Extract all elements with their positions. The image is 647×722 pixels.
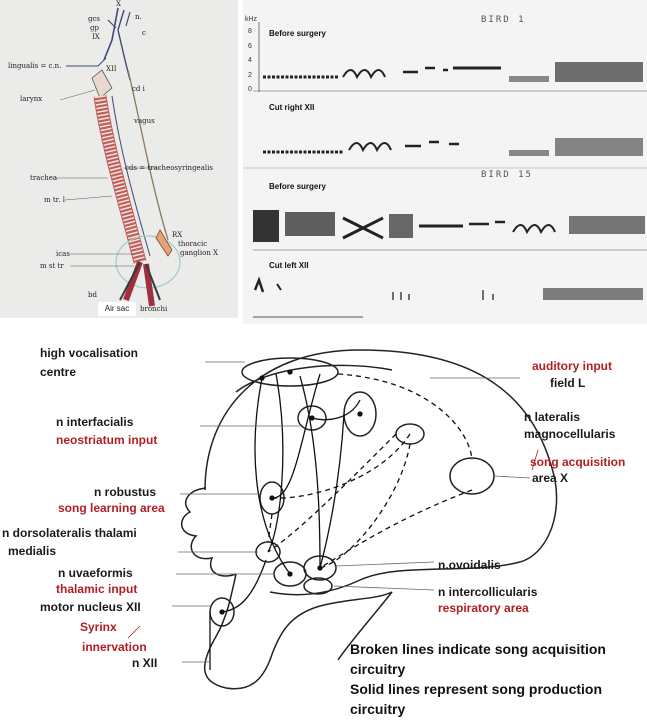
legend-note-line3: Solid lines represent song production bbox=[350, 680, 602, 698]
sonogram-panel: kHz 8 6 4 2 0 BIRD 1 BIRD 15 Before surg… bbox=[243, 0, 647, 324]
panel-before-surgery-2: Before surgery bbox=[269, 183, 326, 191]
song-learning-area-label: song learning area bbox=[58, 501, 165, 516]
neostriatum-input-label: neostriatum input bbox=[56, 433, 157, 448]
trachea-label: trachea bbox=[30, 175, 57, 182]
area-x-label: area X bbox=[532, 471, 568, 486]
nn-label: n. bbox=[135, 14, 142, 21]
lateralis-label-line2: magnocellularis bbox=[524, 427, 615, 442]
tick-4: 4 bbox=[248, 57, 252, 64]
rx-label: RX bbox=[172, 232, 182, 239]
bronchi-label: bronchi bbox=[140, 306, 167, 313]
tick-6: 6 bbox=[248, 43, 252, 50]
icas-label: icas bbox=[56, 251, 70, 258]
lateralis-label: n lateralis bbox=[524, 410, 580, 425]
lingualis-label: lingualis = c.n. bbox=[8, 63, 61, 70]
ovoidalis-label: n.ovoidalis bbox=[438, 558, 501, 573]
hvc-label-line2: centre bbox=[40, 365, 76, 380]
intercollicularis-label: n intercollicularis bbox=[438, 585, 537, 600]
bird-1-title: BIRD 1 bbox=[481, 16, 526, 25]
gp-label: gp bbox=[90, 25, 99, 32]
panel-cut-left-xii: Cut left XII bbox=[269, 262, 309, 270]
nxii-label: n XII bbox=[132, 656, 157, 671]
song-acquisition-label: song acquisition bbox=[530, 455, 625, 470]
respiratory-area-label: respiratory area bbox=[438, 601, 529, 616]
hvc-label: high vocalisation bbox=[40, 346, 138, 361]
panel-cut-right-xii: Cut right XII bbox=[269, 104, 314, 112]
tick-0: 0 bbox=[248, 86, 252, 93]
thalamic-input-label: thalamic input bbox=[56, 582, 137, 597]
syrinx-anatomy-drawing bbox=[0, 0, 238, 318]
syrinx-anatomy-panel: X gcs gp IX n. c lingualis = c.n. XII la… bbox=[0, 0, 238, 318]
legend-note-line1: Broken lines indicate song acquisition bbox=[350, 640, 606, 658]
robustus-label: n robustus bbox=[94, 485, 156, 500]
tracheosyringealis-label: cds = tracheosyringealis bbox=[125, 165, 213, 172]
air-sac-label: Air sac bbox=[98, 302, 136, 316]
dorsolateralis-label-line2: medialis bbox=[8, 544, 56, 559]
ganglion-label: ganglion X bbox=[180, 250, 218, 257]
c-label: c bbox=[142, 30, 146, 37]
interfacialis-label: n interfacialis bbox=[56, 415, 133, 430]
gcs-label: gcs bbox=[88, 16, 100, 23]
ix-label: IX bbox=[92, 34, 100, 41]
motor-nucleus-xii-label: motor nucleus XII bbox=[40, 600, 141, 615]
uvaeformis-label: n uvaeformis bbox=[58, 566, 133, 581]
tick-8: 8 bbox=[248, 28, 252, 35]
mtr-label: m tr. l bbox=[44, 197, 65, 204]
bird-15-title: BIRD 15 bbox=[481, 171, 533, 180]
auditory-input-label: auditory input bbox=[532, 359, 612, 374]
cdi-label: cd i bbox=[132, 86, 145, 93]
tick-2: 2 bbox=[248, 72, 252, 79]
xii-label: XII bbox=[106, 66, 117, 73]
thoracic-label: thoracic bbox=[178, 241, 207, 248]
larynx-label: larynx bbox=[20, 96, 42, 103]
legend-note-line2: circuitry bbox=[350, 660, 405, 678]
syrinx-innervation-label: innervation bbox=[82, 640, 147, 655]
field-l-label: field L bbox=[550, 376, 585, 391]
cranial-nerve-x-label: X bbox=[116, 1, 121, 8]
vagus-label: vagus bbox=[134, 118, 155, 125]
panel-before-surgery-1: Before surgery bbox=[269, 30, 326, 38]
sonogram-traces bbox=[243, 0, 647, 324]
khz-axis-label: kHz bbox=[245, 16, 257, 23]
song-circuit-diagram: high vocalisation centre n interfacialis… bbox=[0, 330, 647, 722]
mst-label: m st tr bbox=[40, 263, 64, 270]
syrinx-label: Syrinx bbox=[80, 620, 117, 635]
bd-label: bd bbox=[88, 292, 97, 299]
legend-note-line4: circuitry bbox=[350, 700, 405, 718]
dorsolateralis-label: n dorsolateralis thalami bbox=[2, 526, 137, 541]
